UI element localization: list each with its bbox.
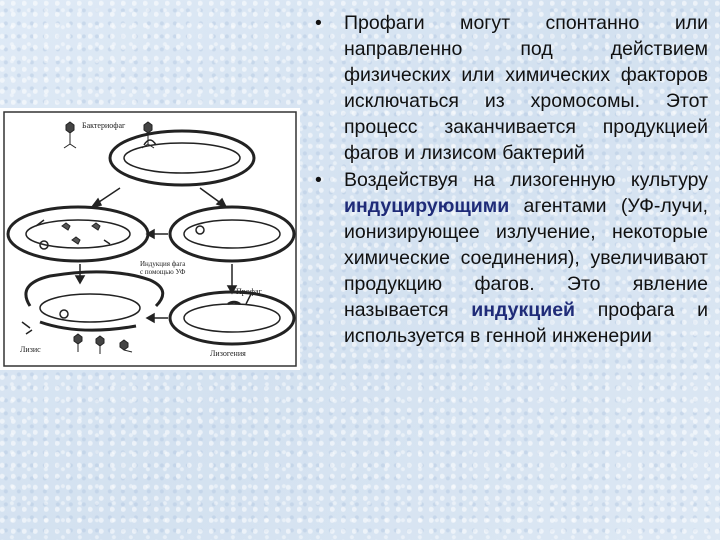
- slide-text: • Профаги могут спонтанно или направленн…: [312, 10, 708, 349]
- cell-prophage-integration: [168, 205, 296, 263]
- figure-frame: [3, 111, 297, 367]
- highlight-induction: индукцией: [471, 299, 576, 322]
- highlight-inducing: индуцирующими: [344, 194, 510, 217]
- label-induction-line2: с помощью УФ: [140, 268, 186, 276]
- bullet-1-text: Профаги могут спонтанно или направленно …: [344, 12, 708, 165]
- bullet-item: • Воздействуя на лизогенную культуру инду…: [312, 167, 708, 350]
- bullet-2-text-part1: Воздействуя на лизогенную культуру: [344, 168, 708, 191]
- phage-icon: [63, 121, 77, 149]
- label-lysogeny: Лизогения: [210, 349, 246, 358]
- lysogeny-cycle-diagram: Бактериофаг: [3, 111, 297, 367]
- bullet-2-text-part3: профага и используется в генной инженери…: [344, 299, 708, 348]
- cycle-arrows: [74, 187, 253, 324]
- released-phages: [21, 321, 133, 354]
- bullet-icon: •: [315, 168, 322, 191]
- cell-phage-replication: [6, 205, 150, 263]
- bullet-2-text-part2: агентами (УФ-лучи, ионизирующее излучени…: [344, 194, 708, 322]
- label-lysis: Лизис: [20, 345, 41, 354]
- cell-infection: [108, 129, 256, 187]
- label-prophage: Профаг: [236, 287, 263, 296]
- label-bacteriophage: Бактериофаг: [82, 121, 126, 130]
- lysogeny-cycle-figure: Бактериофаг: [0, 108, 300, 370]
- label-induction-line1: Индукция фага: [140, 260, 186, 268]
- bullet-item: • Профаги могут спонтанно или направленн…: [312, 10, 708, 167]
- bullet-icon: •: [315, 12, 322, 34]
- cell-lysis: [24, 270, 165, 332]
